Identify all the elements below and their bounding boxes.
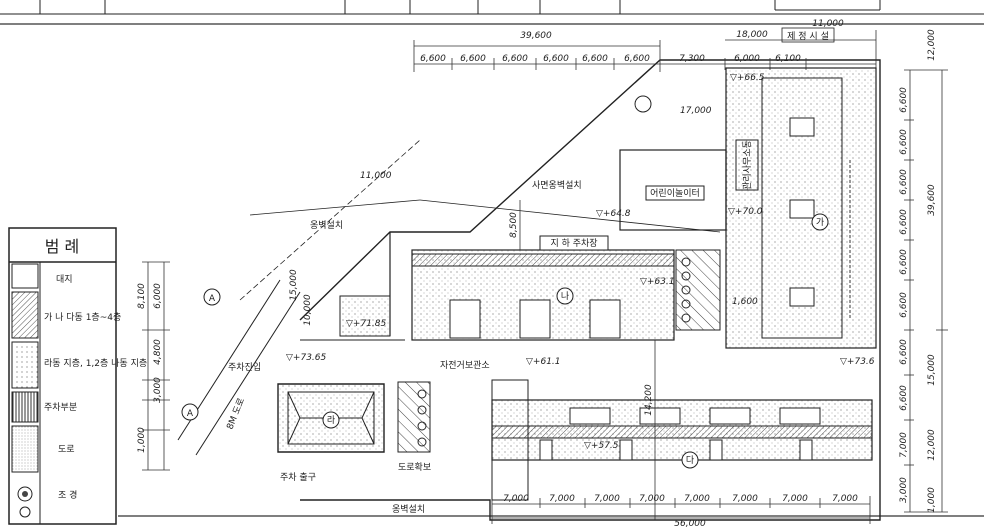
dim-top-1: 6,600 [460,54,486,64]
level-2: ▽+61.1 [526,357,561,367]
dim-top-3: 6,600 [543,54,569,64]
label-marker-a: A [209,294,216,304]
dim-bottom-0: 7,000 [503,494,529,504]
dim-bottom-3: 7,000 [639,494,665,504]
dim-top-4: 6,600 [582,54,608,64]
dim-right-7: 6,600 [899,385,909,411]
marker-a: A A [181,288,221,421]
dim-right-6: 6,600 [899,339,909,365]
daycare: 어린이놀이터 17,000 11,000 [360,95,727,231]
bottom-dimension-chain [491,496,871,524]
dim-bottom-1: 7,000 [549,494,575,504]
site-boundary [249,59,881,521]
dim-misc-2: 8,500 [509,212,519,238]
dim-right-0: 6,600 [899,87,909,113]
dim-top-7: 6,000 [734,54,760,64]
dim-top-right-1: 11,000 [812,19,844,29]
label-misc: 주차진입 [228,361,261,373]
level-0: ▽+73.65 [286,353,327,363]
label-misc2: 도로확보 [398,461,431,473]
dim-bottom-4: 7,000 [684,494,710,504]
label-parking-exit: 주차 출구 [280,471,316,483]
dim-left-3: 3,000 [153,377,163,403]
dim-misc-0: 17,000 [680,106,712,116]
label-jeonghwa: 제 정 시 설 [787,31,829,42]
dim-bottom-6: 7,000 [782,494,808,504]
dim-top-6: 7,300 [679,54,705,64]
dim-misc-4: 14,200 [644,384,654,416]
level-3: ▽+63.1 [640,277,675,287]
label-marker-a2: A [187,409,194,419]
legend-title: 범 례 [45,237,80,256]
dim-right-extra-3: 7,000 [899,432,909,458]
right-dimension-chain [904,69,948,513]
label-daycare: 어린이놀이터 [650,188,700,199]
level-1: ▽+71.85 [346,319,387,329]
dim-left-4: 4,800 [153,339,163,365]
dim-bottom-7: 7,000 [832,494,858,504]
dim-right-total: 39,600 [927,184,937,216]
label-building-ga: 가 [816,217,824,228]
dim-right-4: 6,600 [899,249,909,275]
dim-bottom-2: 7,000 [594,494,620,504]
top-dimension-chain [413,30,877,72]
dim-bottom-5: 7,000 [732,494,758,504]
building-da: 다 [491,379,873,501]
label-basement: 지 하 주차장 [550,237,597,249]
label-building-ra: 라 [327,415,336,426]
dim-right-extra-1: 15,000 [927,354,937,386]
label-wall-bottom: 옹벽설치 [392,503,425,515]
title-table-strip [0,0,984,15]
dim-right-1: 6,600 [899,129,909,155]
level-7: ▽+57.5 [584,441,619,451]
building-ga: 관리사무소동 가 [725,67,877,349]
dim-left-2: 1,000 [137,427,147,453]
dim-bottom-total: 56,000 [674,519,706,529]
dim-left-total: 15,000 [289,269,299,301]
legend-item-road: 도로 [58,445,75,455]
legend-item-ga-na-da: 가 나 다동 1층~4층 [44,312,121,323]
legend-item-site: 대지 [56,274,73,285]
legend-item-ra: 라동 지층, 1,2층 나동 지층 [44,358,147,369]
label-wall-left: 옹벽설치 [310,219,343,231]
dim-right-2: 6,600 [899,169,909,195]
dim-top-0: 6,600 [420,54,446,64]
label-vertical-bldg: 관리사무소동 [742,140,753,190]
level-6: ▽+64.8 [596,209,631,219]
label-road-left: 8M 도로 [226,397,248,431]
left-dimension-chain [142,261,170,471]
dim-top-5: 6,600 [624,54,650,64]
building-ra: 라 [277,381,431,453]
drawing-frame [0,23,984,517]
legend-item-parking: 주차부분 [44,401,77,413]
label-bike: 자전거보관소 [440,360,490,371]
label-wall-top: 사면옹벽설치 [532,179,582,191]
dim-right-extra-0: 12,000 [927,29,937,61]
dim-right-extra-5: 1,000 [927,487,937,513]
level-8: ▽+66.5 [730,73,765,83]
building-na: 지 하 주차장 나 [411,235,721,341]
dim-right-extra-4: 3,000 [899,477,909,503]
left-block [239,139,421,341]
dim-right-5: 6,600 [899,292,909,318]
dim-right-extra-2: 12,000 [927,429,937,461]
dim-left-1: 6,000 [153,283,163,309]
level-5: ▽+73.6 [840,357,875,367]
dim-top-total: 39,600 [520,31,552,41]
dim-right-3: 6,600 [899,209,909,235]
dim-left-5: 10,000 [303,294,313,326]
legend-item-landscape: 조 경 [58,489,77,501]
dim-top-2: 6,600 [502,54,528,64]
level-4: ▽+70.0 [728,207,763,217]
label-building-da: 다 [686,455,695,466]
label-building-na: 나 [561,291,569,302]
dim-top-8: 6,100 [775,54,801,64]
dim-left-0: 8,100 [137,283,147,309]
dim-misc-1: 11,000 [360,171,392,181]
dim-misc-3: 1,600 [732,297,758,307]
legend: 범 례 대지 가 나 다동 1층~4층 라동 지층, 1,2층 나동 지층 주차… [8,227,147,525]
dim-top-right-0: 18,000 [736,30,768,40]
